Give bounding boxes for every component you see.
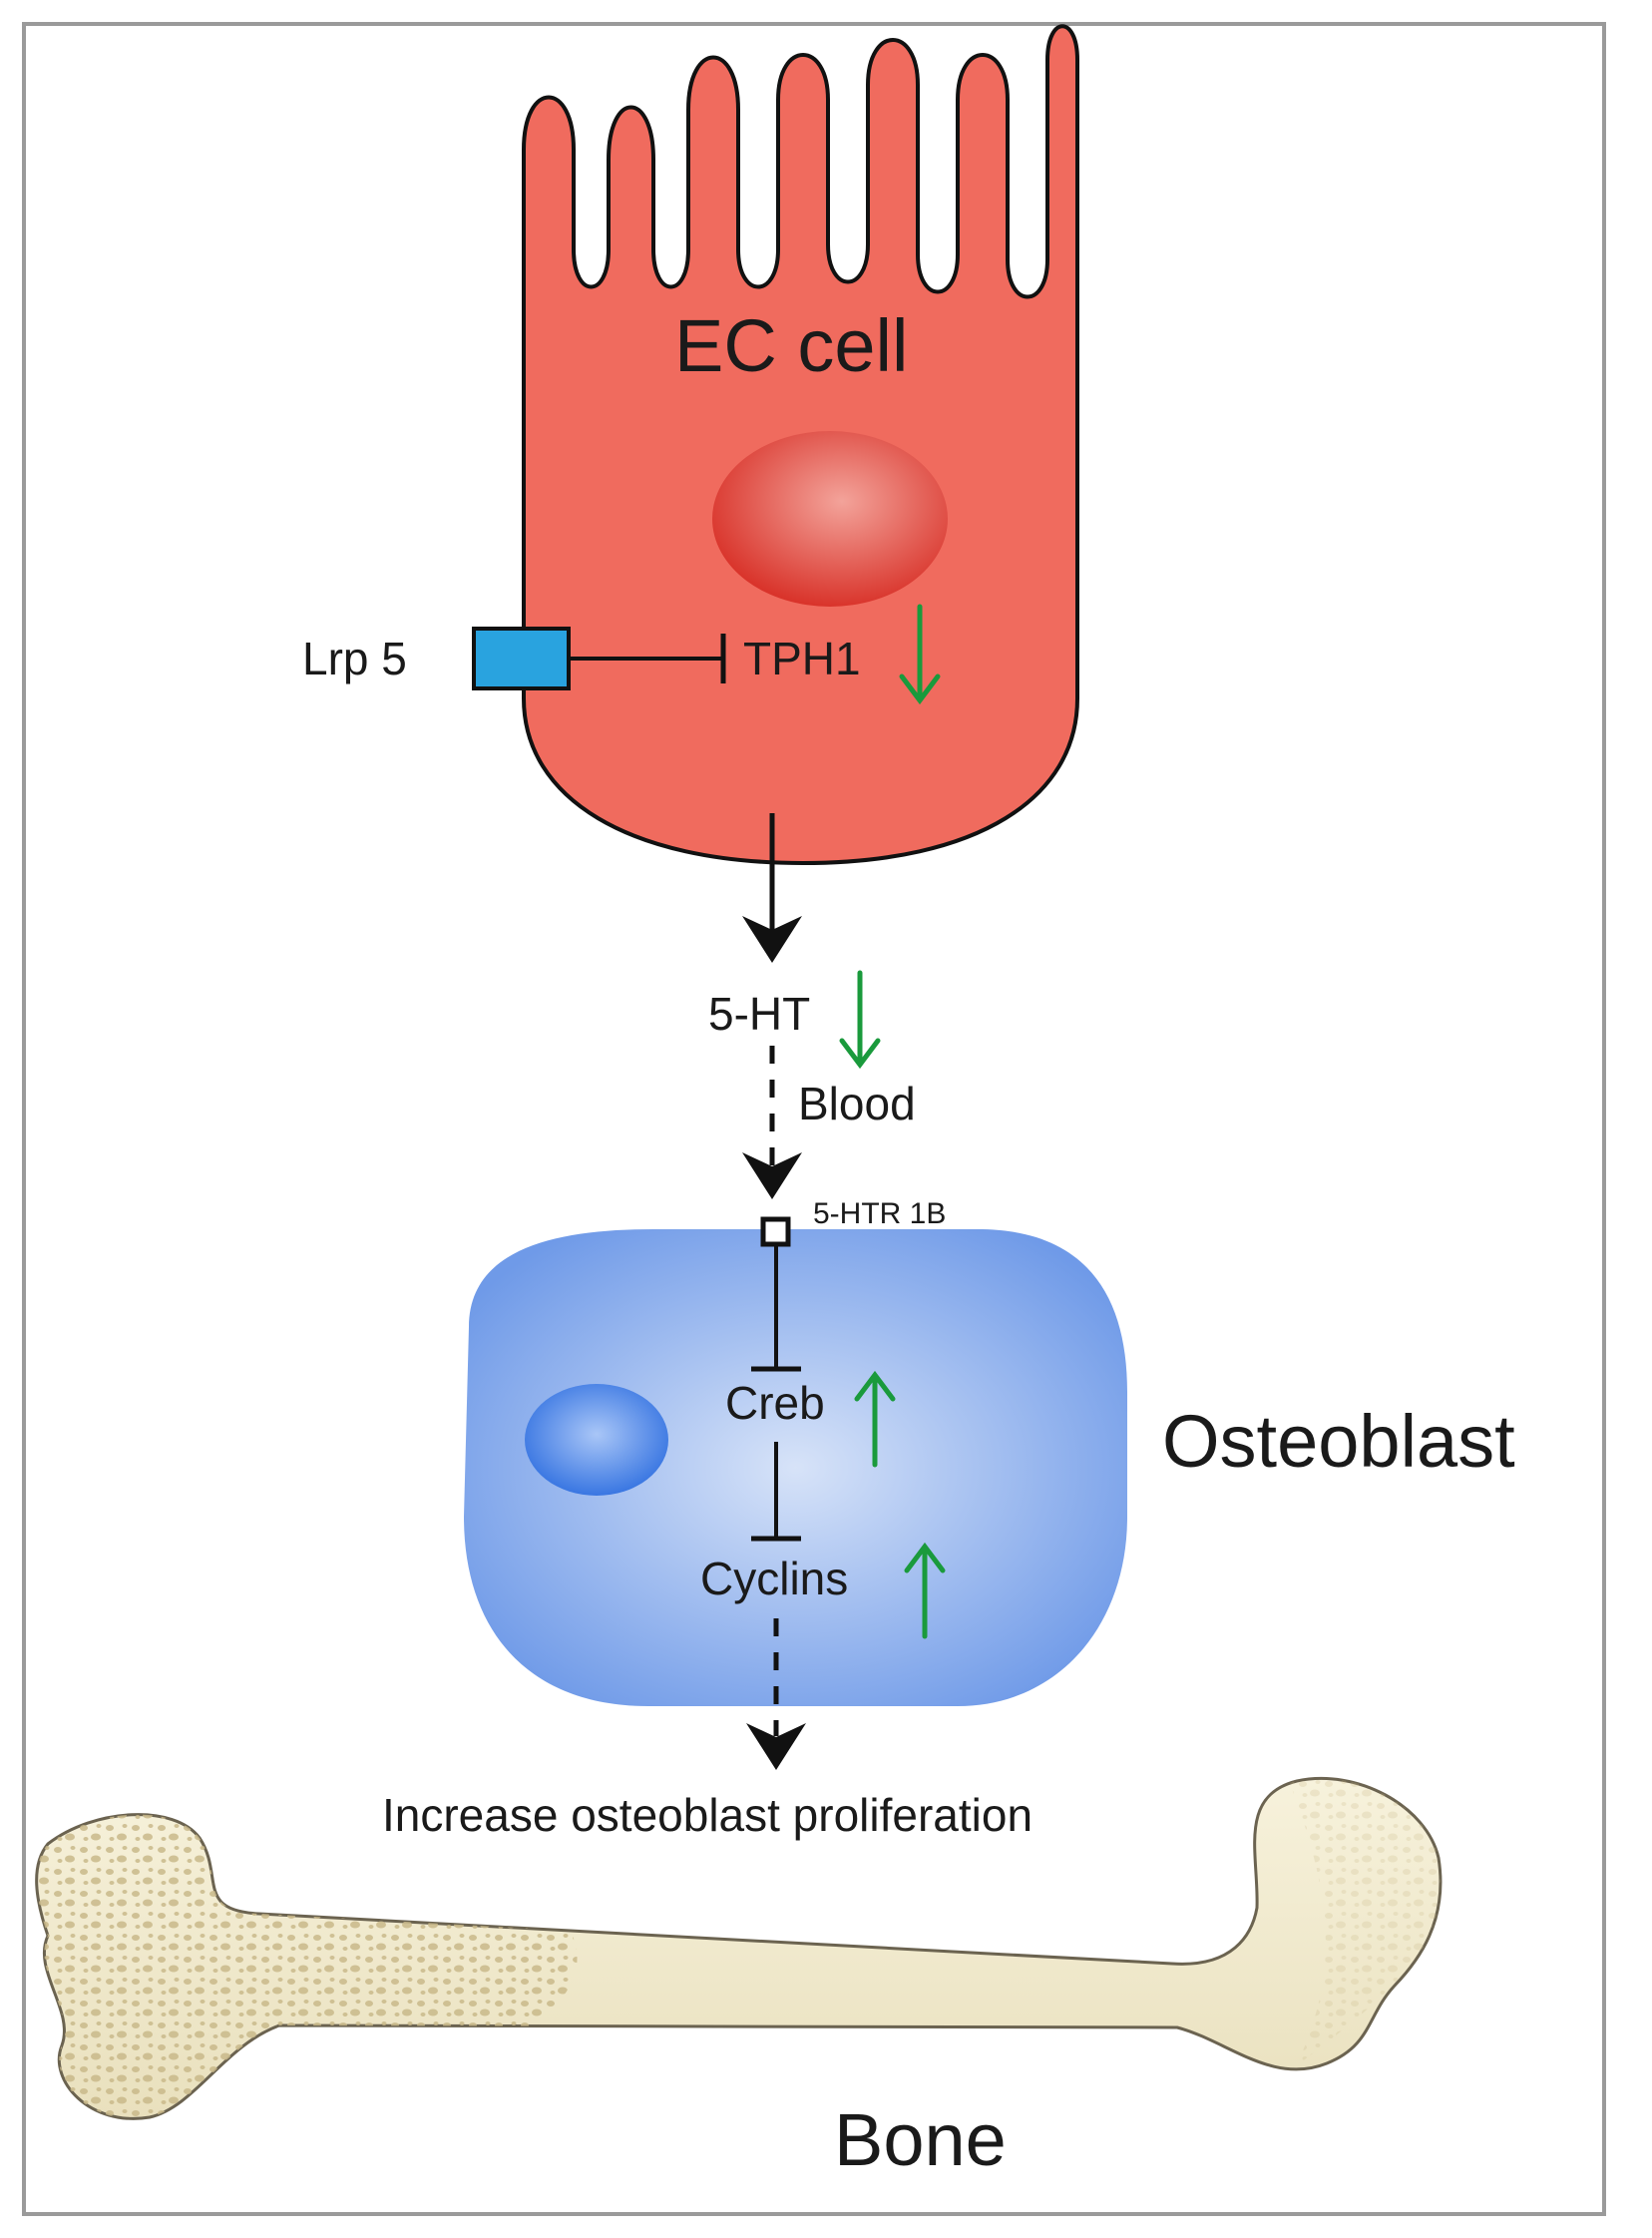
osteoblast-label: Osteoblast (1162, 1400, 1515, 1483)
ec-cell-label: EC cell (674, 304, 908, 387)
cyclins-up-arrow (904, 1542, 946, 1639)
serotonin-label: 5-HT (708, 988, 810, 1040)
osteoblast-cell (464, 1229, 1127, 1706)
htr1b-label: 5-HTR 1B (813, 1197, 946, 1230)
lrp5-receptor (472, 627, 571, 690)
ec-nucleus (712, 431, 948, 607)
htr1b-receptor (760, 1216, 791, 1247)
tph1-label: TPH1 (743, 633, 861, 684)
blood-label: Blood (798, 1078, 916, 1129)
secretion-arrow-head (742, 916, 802, 963)
osteoblast-nucleus (525, 1384, 668, 1496)
serotonin-down-arrow (839, 970, 881, 1070)
cyclins-label: Cyclins (700, 1553, 848, 1604)
blood-transport-arrow-head (742, 1152, 802, 1199)
bone-label: Bone (834, 2098, 1007, 2181)
creb-label: Creb (725, 1377, 825, 1429)
creb-up-arrow (854, 1370, 896, 1468)
outcome-label: Increase osteoblast proliferation (382, 1789, 1032, 1841)
proliferation-arrow-head (746, 1723, 806, 1770)
lrp5-label: Lrp 5 (302, 633, 407, 684)
tph1-down-arrow (899, 604, 941, 705)
